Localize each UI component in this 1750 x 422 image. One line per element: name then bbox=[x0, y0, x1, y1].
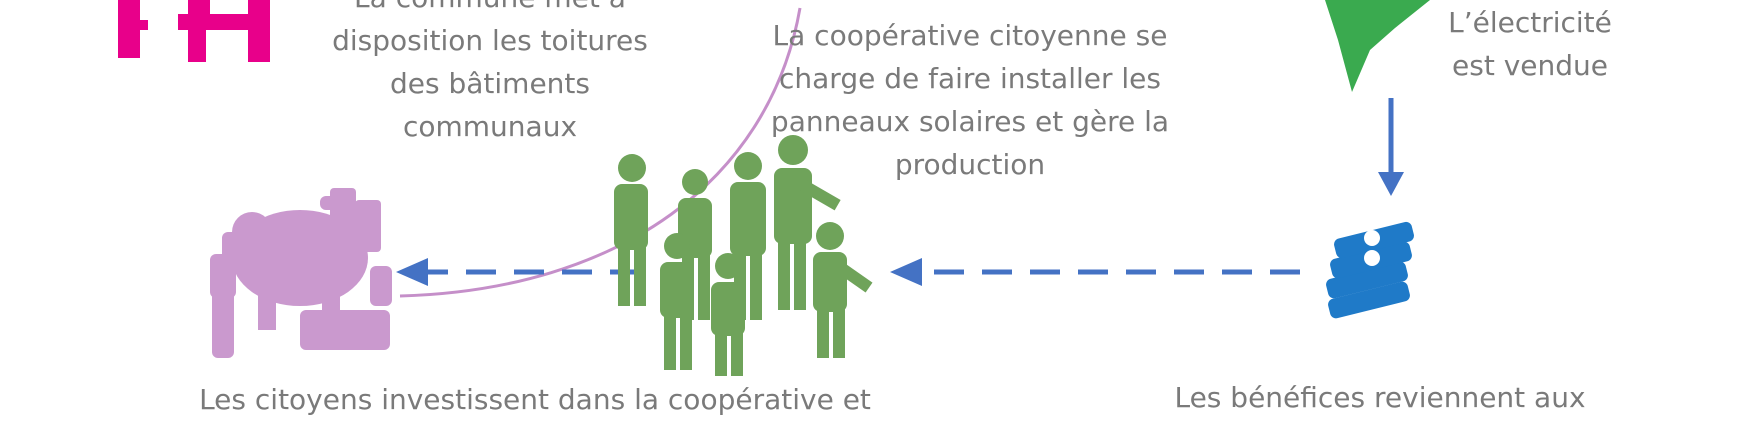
lightning-bolt-icon bbox=[1325, 0, 1430, 92]
people-group-icon bbox=[614, 135, 873, 376]
redistribution-arrowhead bbox=[396, 258, 428, 286]
benefits-arrowhead bbox=[890, 258, 922, 286]
money-stack-icon bbox=[1326, 221, 1414, 319]
investment-curve-arrow bbox=[399, 7, 802, 298]
citizens-description: Les citoyens investissent dans la coopér… bbox=[199, 383, 871, 416]
piggy-bank-coins-icon bbox=[210, 188, 392, 358]
building-icon bbox=[118, 0, 270, 62]
sale-down-arrowhead bbox=[1378, 172, 1404, 196]
electricity-description: L’électricité est vendue bbox=[1448, 6, 1612, 82]
cooperative-description: La coopérative citoyenne se charge de fa… bbox=[770, 19, 1170, 181]
commune-description: La commune met à disposition les toiture… bbox=[332, 0, 648, 143]
benefits-description: Les bénéfices reviennent aux bbox=[1174, 381, 1586, 414]
